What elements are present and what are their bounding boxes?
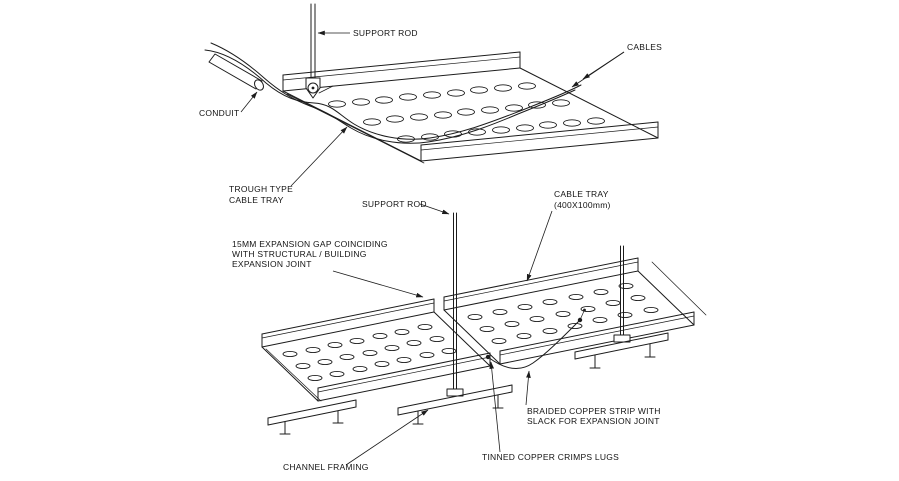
leader-trough-tray	[290, 126, 348, 187]
label-braided-strip-line2: SLACK FOR EXPANSION JOINT	[527, 416, 660, 426]
leader-braided-strip	[525, 370, 531, 406]
leader-cables-2	[571, 51, 625, 88]
channel-framing-right	[574, 332, 669, 369]
leader-channel-framing	[345, 409, 429, 466]
conduit	[208, 53, 264, 91]
label-expansion-gap-line3: EXPANSION JOINT	[232, 259, 312, 269]
leader-expansion-gap	[332, 270, 424, 298]
label-expansion-gap-line2: WITH STRUCTURAL / BUILDING	[232, 249, 367, 259]
leader-conduit	[240, 91, 258, 113]
braided-copper-strip	[485, 308, 586, 369]
leader-crimp-lugs	[489, 361, 501, 453]
channel-framing-joint	[397, 384, 513, 425]
crimp-lug-left	[485, 354, 491, 360]
expansion-joint-detail: SUPPORT ROD CABLE TRAY (400X100mm) 15MM …	[232, 189, 707, 472]
trough-tray-detail: SUPPORT ROD CABLES CONDUIT TROUGH TYPE C…	[199, 3, 662, 205]
perforations-left	[282, 323, 457, 382]
expansion-gap-left-edge	[433, 311, 491, 367]
cable-tray-right-section	[443, 257, 707, 365]
label-trough-type-line2: CABLE TRAY	[229, 195, 284, 205]
label-support-rod-top: SUPPORT ROD	[353, 28, 418, 38]
label-trough-type-line1: TROUGH TYPE	[229, 184, 293, 194]
channel-framing-left	[267, 399, 357, 435]
label-channel-framing: CHANNEL FRAMING	[283, 462, 369, 472]
label-cable-tray-line1: CABLE TRAY	[554, 189, 609, 199]
cables	[204, 42, 582, 144]
cable-tray-left-section	[261, 298, 491, 402]
leader-support-rod-bottom	[419, 203, 450, 215]
support-rod-top	[305, 3, 334, 99]
perforations-right	[467, 282, 659, 345]
label-support-rod-bottom: SUPPORT ROD	[362, 199, 427, 209]
label-expansion-gap-line1: 15MM EXPANSION GAP COINCIDING	[232, 239, 388, 249]
support-rod-1	[446, 212, 464, 397]
label-cables: CABLES	[627, 42, 662, 52]
leader-cable-tray	[526, 210, 553, 282]
label-conduit: CONDUIT	[199, 108, 239, 118]
label-crimp-lugs: TINNED COPPER CRIMPS LUGS	[482, 452, 619, 462]
expansion-gap-right-edge	[443, 309, 501, 365]
label-braided-strip-line1: BRAIDED COPPER STRIP WITH	[527, 406, 661, 416]
label-cable-tray-line2: (400X100mm)	[554, 200, 611, 210]
